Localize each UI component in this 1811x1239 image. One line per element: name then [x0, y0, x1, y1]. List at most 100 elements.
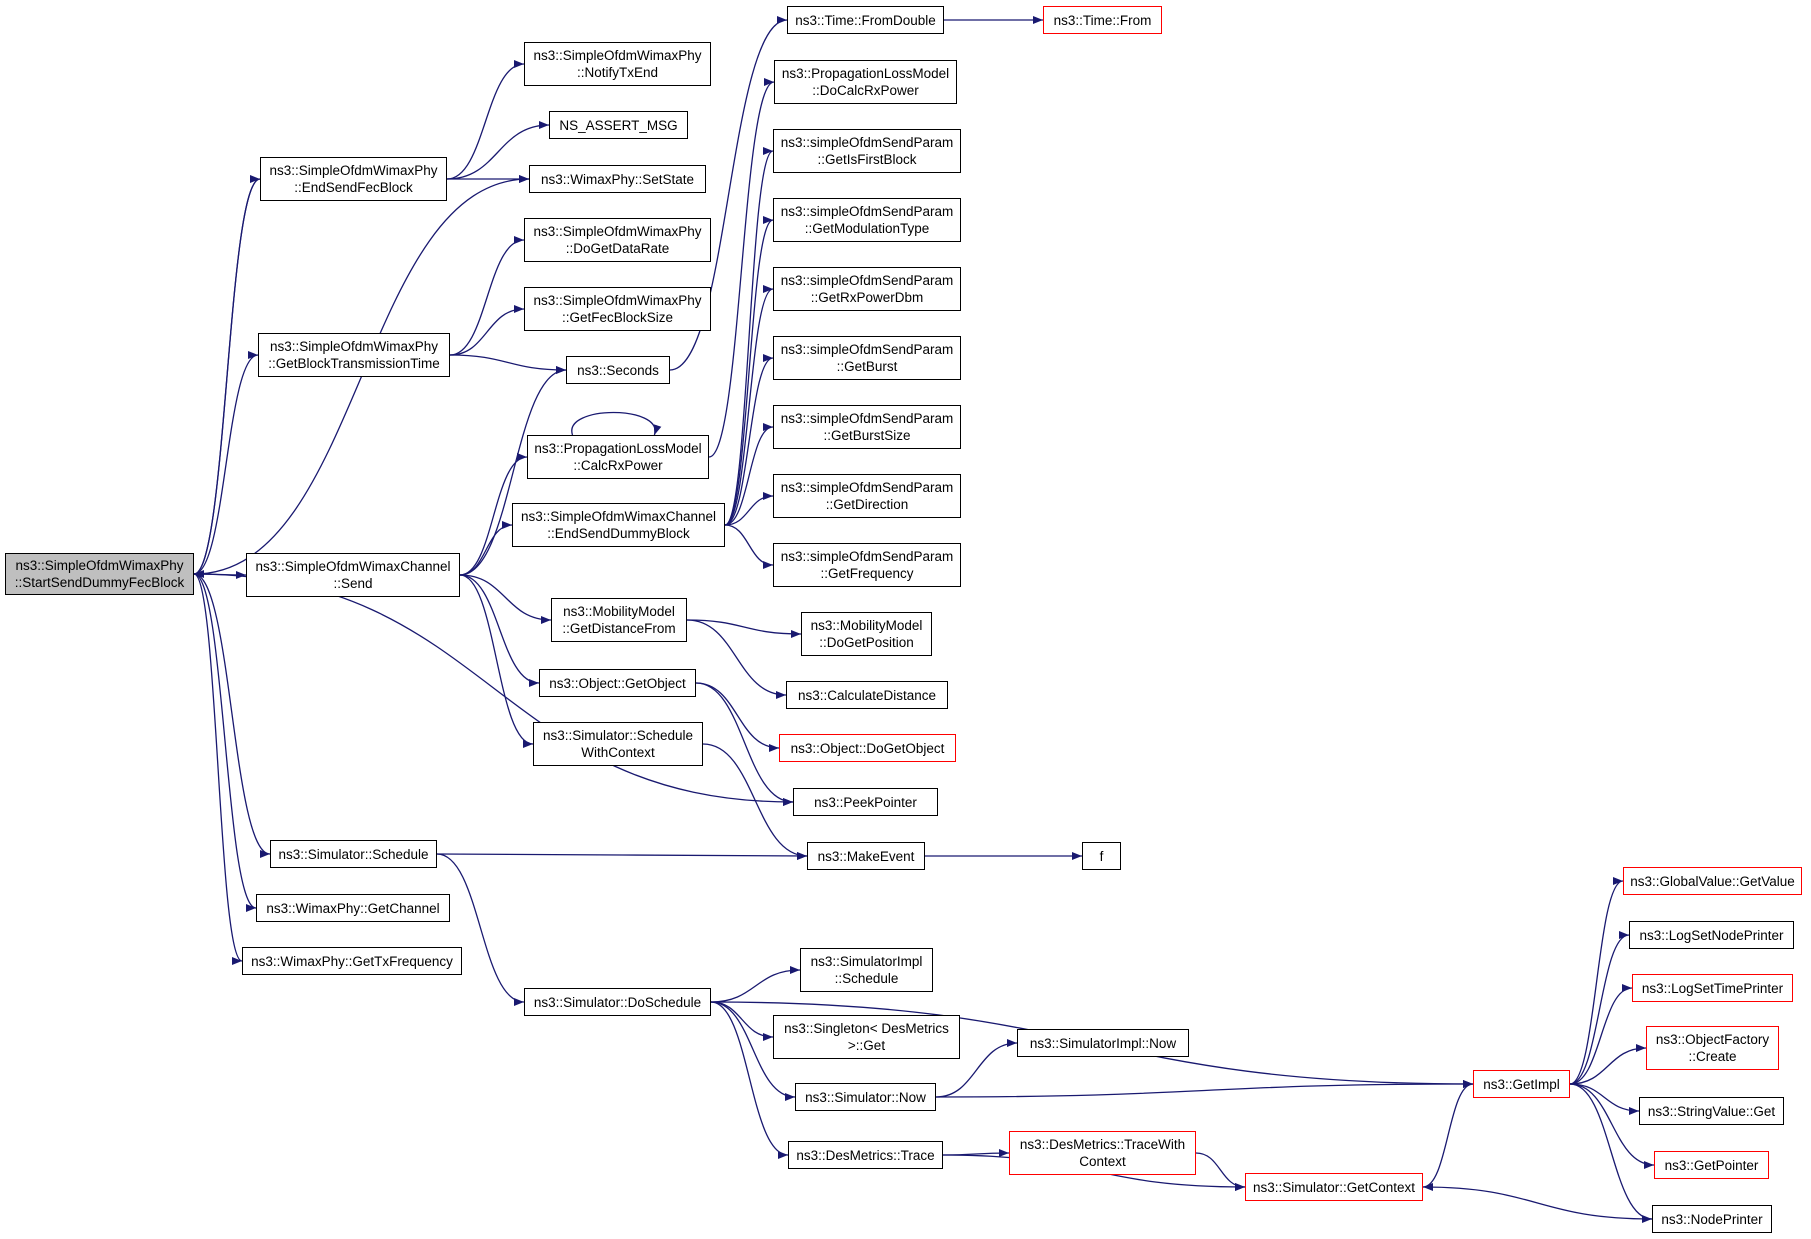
- node-label-line: ns3::MakeEvent: [817, 848, 915, 864]
- node-globalGetValue[interactable]: ns3::GlobalValue::GetValue: [1623, 867, 1802, 895]
- node-label-line: ns3::WimaxPhy::SetState: [540, 171, 695, 187]
- node-getBurstSize[interactable]: ns3::simpleOfdmSendParam::GetBurstSize: [773, 405, 961, 449]
- node-singletonGet[interactable]: ns3::Singleton< DesMetrics>::Get: [773, 1015, 960, 1059]
- node-calcRxPower[interactable]: ns3::PropagationLossModel::CalcRxPower: [527, 435, 709, 479]
- node-getImpl[interactable]: ns3::GetImpl: [1473, 1070, 1570, 1098]
- node-doCalcRxPower[interactable]: ns3::PropagationLossModel::DoCalcRxPower: [774, 60, 957, 104]
- edge-getImpl-to-logSetTimePrinter: [1569, 984, 1633, 1085]
- node-label-line: ns3::GlobalValue::GetValue: [1630, 873, 1795, 889]
- node-endSendDummy[interactable]: ns3::SimpleOfdmWimaxChannel::EndSendDumm…: [512, 503, 725, 547]
- node-setState[interactable]: ns3::WimaxPhy::SetState: [529, 165, 706, 193]
- node-root[interactable]: ns3::SimpleOfdmWimaxPhy::StartSendDummyF…: [5, 553, 194, 595]
- edge-traceWithContext-to-getContext: [1195, 1152, 1246, 1191]
- node-logSetTimePrinter[interactable]: ns3::LogSetTimePrinter: [1632, 974, 1793, 1002]
- node-channelSend[interactable]: ns3::SimpleOfdmWimaxChannel::Send: [246, 553, 460, 597]
- edge-calcRxPower-to-doCalcRxPower: [708, 78, 775, 458]
- node-endSendFec[interactable]: ns3::SimpleOfdmWimaxPhy::EndSendFecBlock: [260, 157, 447, 201]
- node-getBlockTx[interactable]: ns3::SimpleOfdmWimaxPhy::GetBlockTransmi…: [258, 333, 450, 377]
- edge-channelSend-to-scheduleWithContext: [459, 574, 534, 748]
- node-label-line: ::GetBurstSize: [823, 428, 911, 443]
- node-label-line: ns3::WimaxPhy::GetChannel: [266, 900, 440, 916]
- node-doGetObject[interactable]: ns3::Object::DoGetObject: [779, 734, 956, 762]
- node-getObject[interactable]: ns3::Object::GetObject: [539, 669, 696, 697]
- node-doGetPosition[interactable]: ns3::MobilityModel::DoGetPosition: [801, 612, 932, 656]
- node-getPointer[interactable]: ns3::GetPointer: [1654, 1151, 1769, 1179]
- node-label-line: ns3::Object::DoGetObject: [790, 740, 945, 756]
- node-getDistanceFrom[interactable]: ns3::MobilityModel::GetDistanceFrom: [551, 598, 687, 642]
- node-f[interactable]: f: [1082, 842, 1121, 870]
- edge-endSendDummy-to-getBurst: [724, 354, 774, 526]
- node-peekPointer[interactable]: ns3::PeekPointer: [793, 788, 938, 816]
- node-nsAssert[interactable]: NS_ASSERT_MSG: [549, 111, 688, 139]
- node-label-line: >::Get: [847, 1038, 886, 1053]
- edge-endSendFec-to-notifyTxEnd: [446, 60, 525, 180]
- node-label-line: ::NotifyTxEnd: [576, 65, 659, 80]
- edge-endSendDummy-to-getBurstSize: [724, 423, 774, 526]
- edge-simNow-to-getImpl: [935, 1080, 1474, 1098]
- node-label-line: ::CalcRxPower: [573, 458, 663, 473]
- node-label-line: ns3::WimaxPhy::GetTxFrequency: [251, 953, 453, 969]
- node-label-line: ns3::SimulatorImpl::Now: [1029, 1035, 1177, 1051]
- edge-getBlockTx-to-getFecBlockSize: [449, 305, 525, 356]
- node-getContext[interactable]: ns3::Simulator::GetContext: [1245, 1173, 1423, 1201]
- node-logSetNodePrinter[interactable]: ns3::LogSetNodePrinter: [1629, 921, 1794, 949]
- edge-doSchedule-to-implSchedule: [710, 966, 801, 1003]
- node-label-line: ns3::Simulator::Now: [805, 1089, 926, 1105]
- node-simSchedule[interactable]: ns3::Simulator::Schedule: [270, 840, 437, 868]
- node-seconds[interactable]: ns3::Seconds: [566, 356, 670, 384]
- node-getBurst[interactable]: ns3::simpleOfdmSendParam::GetBurst: [773, 336, 961, 380]
- node-label-line: ::GetRxPowerDbm: [810, 290, 924, 305]
- node-label-line: ns3::GetImpl: [1483, 1076, 1560, 1092]
- node-timeFrom[interactable]: ns3::Time::From: [1043, 6, 1162, 34]
- edge-root-to-simSchedule: [193, 573, 271, 858]
- edge-endSendDummy-to-getDirection: [724, 492, 774, 526]
- edge-getContext-to-getImpl: [1422, 1080, 1474, 1188]
- node-label-line: ns3::Time::From: [1053, 12, 1152, 28]
- node-nodePrinter[interactable]: ns3::NodePrinter: [1652, 1205, 1772, 1233]
- node-label-line: ns3::DesMetrics::Trace: [796, 1147, 935, 1163]
- edge-simNow-to-implNow: [935, 1039, 1018, 1098]
- node-label-line: ::EndSendFecBlock: [294, 180, 413, 195]
- node-fromDouble[interactable]: ns3::Time::FromDouble: [787, 6, 944, 34]
- node-desTrace[interactable]: ns3::DesMetrics::Trace: [788, 1141, 943, 1169]
- edge-endSendDummy-to-getRxPowerDbm: [724, 285, 774, 526]
- node-label-line: ::DoGetDataRate: [565, 241, 670, 256]
- node-label-line: ns3::GetPointer: [1664, 1157, 1759, 1173]
- node-implNow[interactable]: ns3::SimulatorImpl::Now: [1017, 1029, 1189, 1057]
- edge-channelSend-to-calcRxPower: [459, 453, 528, 576]
- edge-endSendFec-to-root: [193, 178, 261, 578]
- edge-doSchedule-to-simNow: [710, 1001, 796, 1101]
- node-notifyTxEnd[interactable]: ns3::SimpleOfdmWimaxPhy::NotifyTxEnd: [524, 42, 711, 86]
- node-getModulationType[interactable]: ns3::simpleOfdmSendParam::GetModulationT…: [773, 198, 961, 242]
- edge-getBlockTx-to-doGetDataRate: [449, 236, 525, 356]
- node-doSchedule[interactable]: ns3::Simulator::DoSchedule: [524, 988, 711, 1016]
- node-label-line: ns3::MobilityModel: [810, 618, 923, 633]
- node-label-line: ns3::DesMetrics::TraceWith: [1019, 1137, 1186, 1152]
- node-label-line: ns3::Simulator::Schedule: [278, 846, 429, 862]
- node-getChannel[interactable]: ns3::WimaxPhy::GetChannel: [256, 894, 450, 922]
- node-stringValueGet[interactable]: ns3::StringValue::Get: [1639, 1097, 1784, 1125]
- edge-channelSend-to-endSendDummy: [459, 521, 513, 576]
- node-label-line: ns3::simpleOfdmSendParam: [780, 273, 954, 288]
- edge-getImpl-to-getPointer: [1569, 1083, 1655, 1169]
- node-label-line: ns3::SimpleOfdmWimaxPhy: [533, 224, 702, 239]
- node-label-line: ::Send: [333, 576, 373, 591]
- node-getDirection[interactable]: ns3::simpleOfdmSendParam::GetDirection: [773, 474, 961, 518]
- node-getTxFreq[interactable]: ns3::WimaxPhy::GetTxFrequency: [242, 947, 462, 975]
- node-getRxPowerDbm[interactable]: ns3::simpleOfdmSendParam::GetRxPowerDbm: [773, 267, 961, 311]
- node-calcDistance[interactable]: ns3::CalculateDistance: [786, 681, 948, 709]
- node-implSchedule[interactable]: ns3::SimulatorImpl::Schedule: [800, 948, 933, 992]
- edge-simSchedule-to-makeEvent: [436, 851, 808, 860]
- edge-root-to-peekPointer: [193, 573, 794, 806]
- node-getFrequency[interactable]: ns3::simpleOfdmSendParam::GetFrequency: [773, 543, 961, 587]
- node-getIsFirstBlock[interactable]: ns3::simpleOfdmSendParam::GetIsFirstBloc…: [773, 129, 961, 173]
- node-doGetDataRate[interactable]: ns3::SimpleOfdmWimaxPhy::DoGetDataRate: [524, 218, 711, 262]
- node-simNow[interactable]: ns3::Simulator::Now: [795, 1083, 936, 1111]
- node-makeEvent[interactable]: ns3::MakeEvent: [807, 842, 925, 870]
- node-objectFactoryCreate[interactable]: ns3::ObjectFactory::Create: [1646, 1026, 1779, 1070]
- node-label-line: ns3::PeekPointer: [814, 794, 917, 810]
- node-getFecBlockSize[interactable]: ns3::SimpleOfdmWimaxPhy::GetFecBlockSize: [524, 287, 711, 331]
